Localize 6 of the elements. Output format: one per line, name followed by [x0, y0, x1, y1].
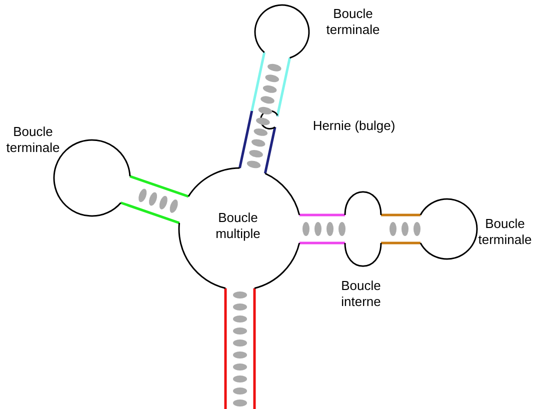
loop-label: Boucle multiple [214, 210, 262, 242]
loop-label: Boucle interne [340, 278, 382, 310]
loop-label: Boucle terminale [5, 124, 61, 156]
loop-label: Hernie (bulge) [312, 118, 396, 134]
loop-label: Boucle terminale [325, 6, 381, 38]
loop-label: Boucle terminale [477, 216, 533, 248]
